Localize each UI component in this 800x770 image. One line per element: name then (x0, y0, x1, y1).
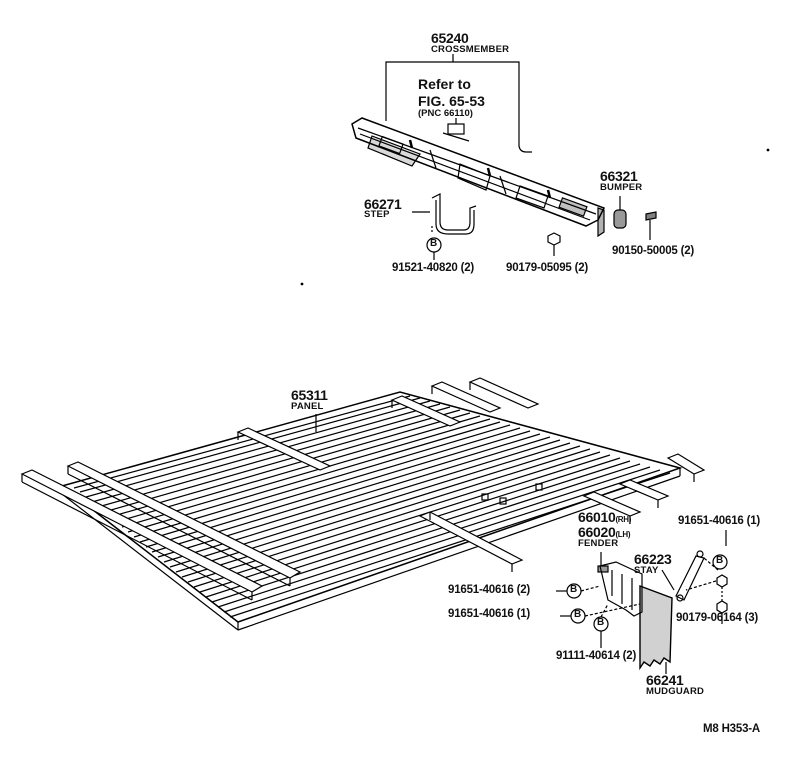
refer-pnc-text: (PNC 66110) (418, 108, 473, 119)
bumper-drawing (613, 196, 657, 240)
panel-drawing (20, 377, 706, 631)
fender-part-name: FENDER (578, 538, 619, 549)
step-part-number: 66271 (364, 196, 402, 212)
panel-part-number: 65311 (291, 387, 328, 403)
stay-part-name: STAY (634, 565, 659, 576)
fender-lh-number: 66020(LH) (578, 524, 631, 540)
nut-drawing (547, 232, 561, 256)
stay-bolt-symbol: B (716, 555, 724, 566)
step-bolt-drawing (426, 237, 442, 260)
fender-rh-code: 66010 (578, 509, 616, 525)
fender-rh-tag: (RH) (615, 515, 632, 524)
fender-lh-tag: (LH) (615, 530, 631, 539)
crossmember-part-number: 65240 (431, 30, 469, 46)
step-bolt-symbol: B (430, 238, 438, 249)
bumper-screw-part: 90150-50005 (2) (612, 245, 695, 257)
mudguard-bolt-part: 91111-40614 (2) (556, 650, 637, 662)
panel-part-name: PANEL (291, 401, 324, 412)
fender-drawing (556, 530, 728, 674)
fender-bolt-a-symbol: B (570, 584, 578, 595)
mudguard-part-name: MUDGUARD (646, 686, 705, 697)
crossmember-part-name: CROSSMEMBER (431, 44, 510, 55)
crossmember-nut-part: 90179-05095 (2) (506, 262, 589, 274)
bumper-part-name: BUMPER (600, 182, 643, 193)
fender-rh-number: 66010(RH) (578, 510, 631, 524)
refer-fig-text: FIG. 65-53 (418, 93, 485, 109)
mudguard-bolt-symbol: B (597, 617, 605, 628)
refer-to-text: Refer to (418, 76, 471, 92)
stay-nut-part: 90179-06164 (3) (676, 612, 759, 624)
fender-bolt-a-part: 91651-40616 (2) (448, 584, 531, 596)
mudguard-part-number: 66241 (646, 672, 684, 688)
crossmember-drawing (351, 54, 606, 238)
figure-code: M8 H353-A (703, 723, 760, 735)
bumper-part-number: 66321 (600, 168, 638, 184)
stay-part-number: 66223 (634, 551, 672, 567)
fender-bolt-b-symbol: B (574, 609, 582, 620)
step-bolt-part: 91521-40820 (2) (392, 262, 475, 274)
step-drawing (412, 193, 477, 235)
fender-lh-code: 66020 (578, 524, 616, 540)
step-part-name: STEP (364, 209, 390, 220)
stay-bolt-part: 91651-40616 (1) (678, 515, 761, 527)
fender-bolt-b-part: 91651-40616 (1) (448, 608, 531, 620)
